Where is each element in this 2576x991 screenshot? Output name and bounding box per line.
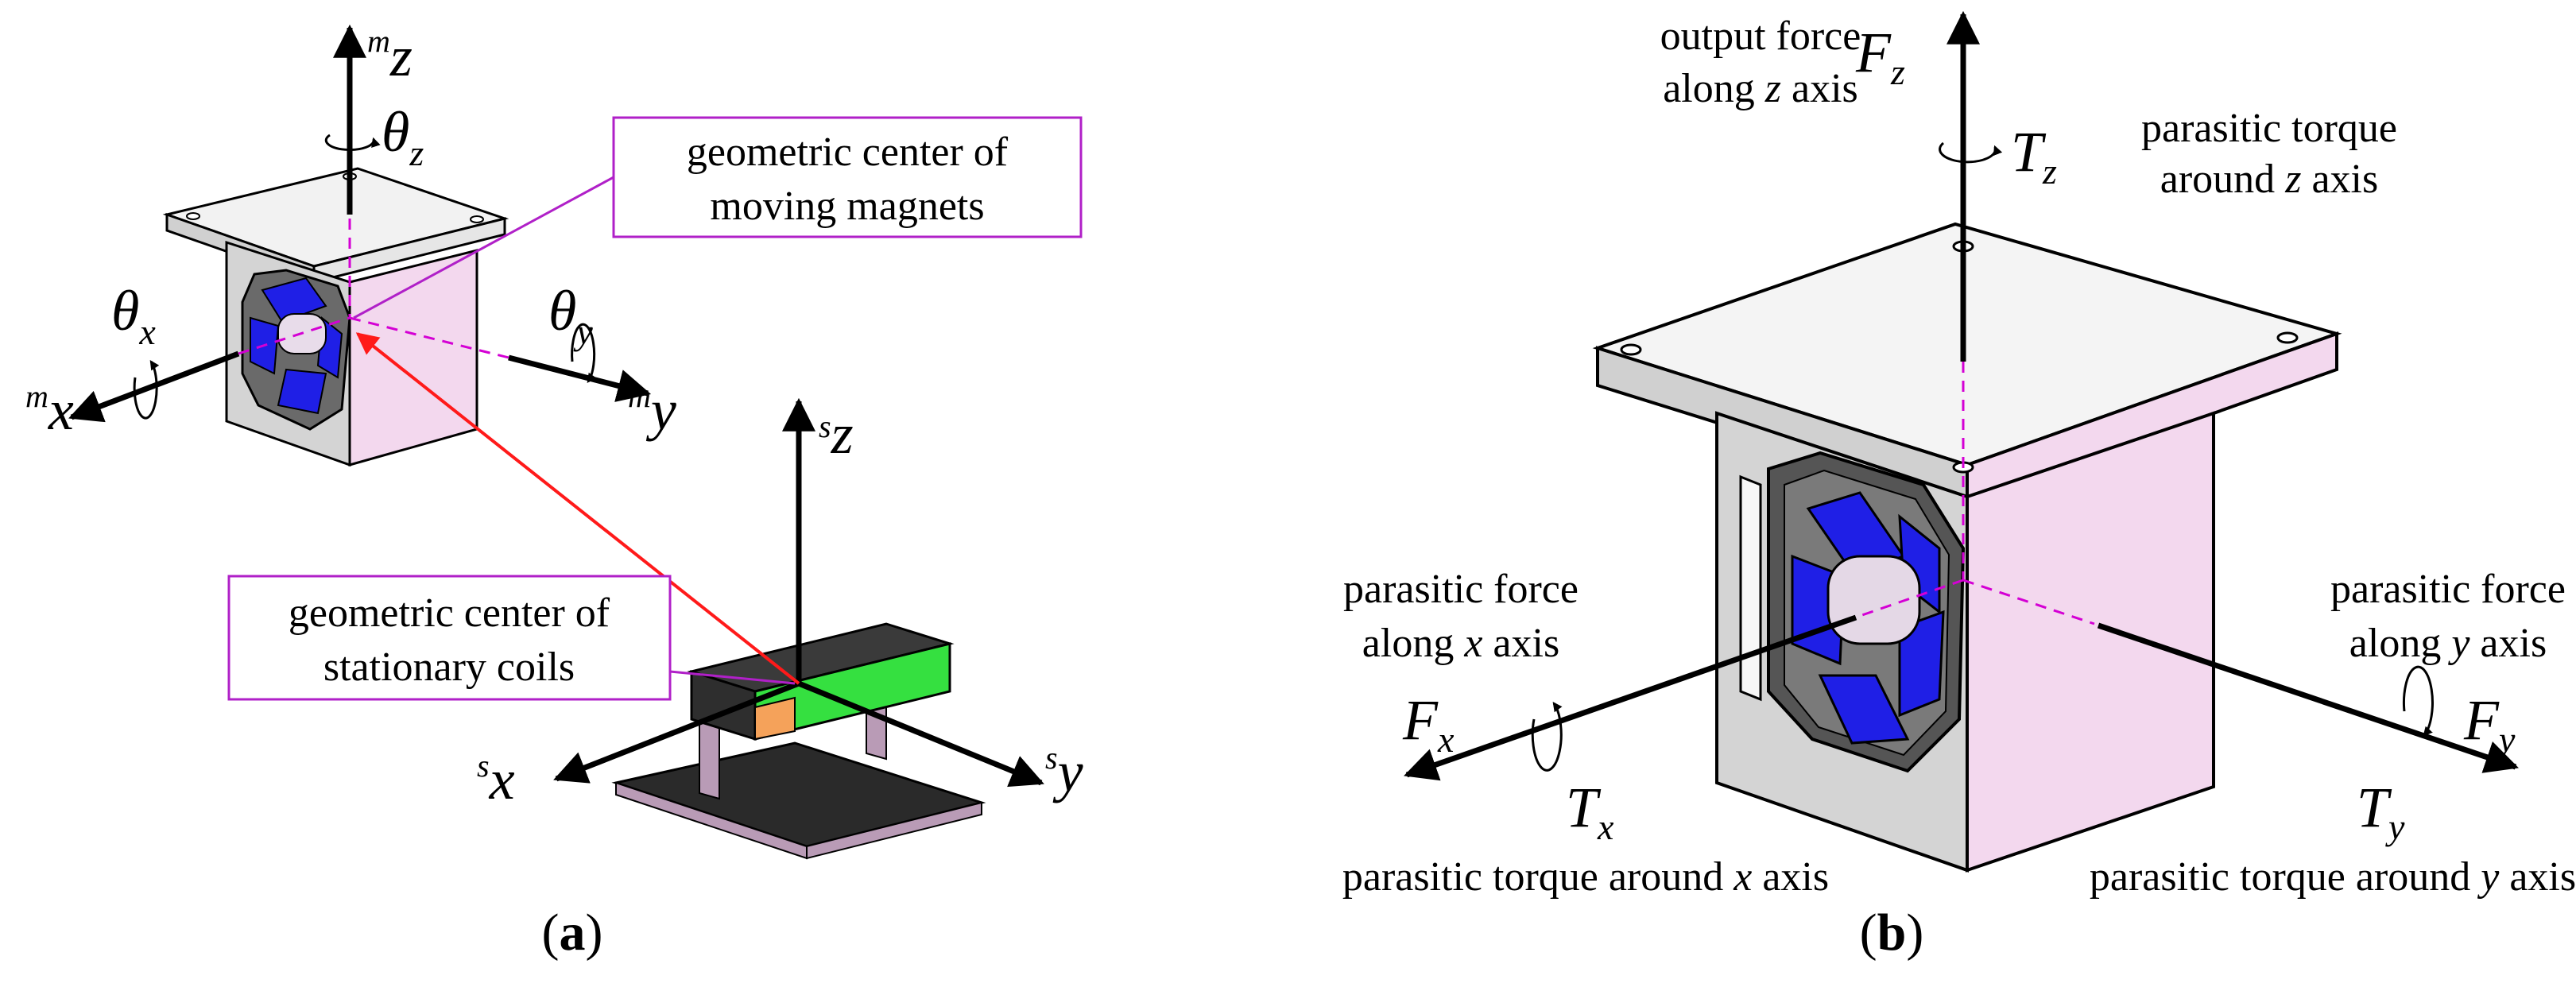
ty-rotation-icon: [2402, 665, 2434, 737]
theta-y-label: θy: [548, 279, 593, 352]
theta-y-rotation-icon: [571, 323, 597, 383]
fz-desc-line1: output force: [1660, 14, 1861, 59]
tx-rotation-icon: [1531, 702, 1563, 772]
fy-desc-line1: parasitic force: [2330, 567, 2566, 612]
moving-y-label: my: [628, 378, 676, 442]
theta-x-label: θx: [111, 279, 156, 352]
callout-stationary-line1: geometric center of: [289, 590, 610, 636]
callout-stationary-coils: geometric center of stationary coils: [227, 575, 796, 701]
panel-a: mz θz θx mx θy my sz sx: [25, 23, 1083, 962]
theta-x-rotation-icon: [133, 359, 160, 420]
fx-desc-line2: along x axis: [1362, 621, 1559, 666]
position-vector: [355, 332, 800, 685]
moving-magnet-assembly: [162, 167, 509, 467]
tz-rotation-icon: [1939, 141, 2003, 164]
tx-desc-line: parasitic torque around x axis: [1342, 854, 1829, 900]
fz-desc-line2: along z axis: [1663, 66, 1858, 111]
fx-desc-line1: parasitic force: [1343, 567, 1579, 612]
fx-symbol: Fx: [1402, 688, 1455, 760]
callout-stationary-line2: stationary coils: [323, 645, 575, 690]
tz-desc-line1: parasitic torque: [2141, 106, 2397, 151]
magnet-housing-large: [1592, 222, 2342, 873]
ty-desc-line: parasitic torque around y axis: [2090, 854, 2576, 900]
force-axes: [1404, 10, 2519, 781]
moving-frame-axes: [68, 24, 652, 423]
stationary-z-label: sz: [819, 402, 854, 466]
fy-desc-line2: along y axis: [2349, 621, 2547, 666]
fy-symbol: Fy: [2463, 688, 2516, 760]
callout-moving-line2: moving magnets: [710, 184, 984, 229]
tx-symbol: Tx: [1566, 776, 1614, 847]
tz-desc-line2: around z axis: [2160, 157, 2378, 202]
stationary-frame-axes: [355, 332, 1044, 788]
moving-x-label: mx: [25, 378, 74, 442]
tz-symbol: Tz: [2011, 120, 2057, 192]
stationary-coil-assembly: [611, 622, 986, 860]
callout-moving-magnets: geometric center of moving magnets: [353, 116, 1083, 319]
panel-b-caption: (b): [1860, 904, 1924, 962]
fz-symbol: Fz: [1855, 21, 1905, 92]
stationary-y-label: sy: [1045, 740, 1083, 803]
panel-a-caption: (a): [542, 904, 603, 962]
callout-moving-line1: geometric center of: [687, 130, 1009, 175]
moving-z-label: mz: [367, 23, 413, 88]
ty-symbol: Ty: [2357, 776, 2405, 847]
theta-z-rotation-icon: [324, 134, 381, 151]
stationary-x-label: sx: [477, 748, 515, 811]
theta-z-label: θz: [382, 100, 424, 173]
panel-b: output force along z axis Fz Tz parasiti…: [1342, 10, 2576, 962]
